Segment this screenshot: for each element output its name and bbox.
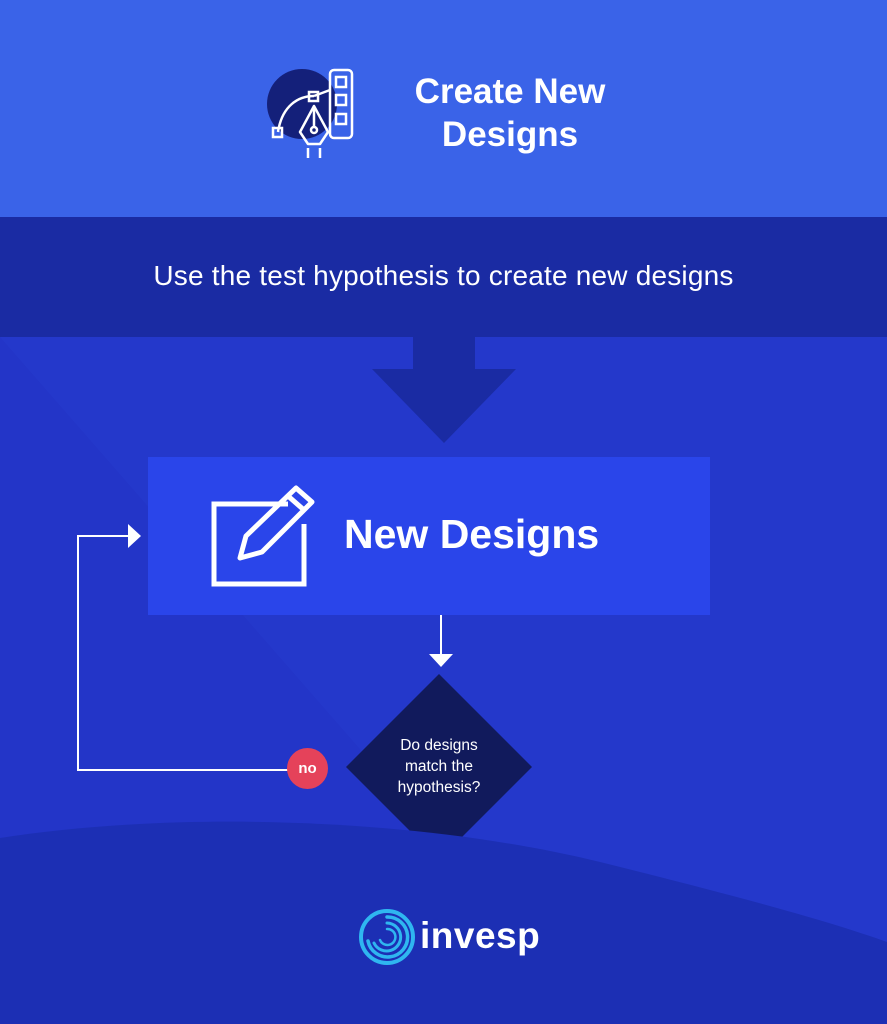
- process-step-box: [148, 457, 710, 615]
- brand-name: invesp: [420, 915, 541, 956]
- connector-arrowhead-down: [429, 654, 453, 667]
- connector-no-loop: [77, 535, 290, 771]
- decision-question: Do designs match the hypothesis?: [397, 737, 481, 796]
- decision-diamond: [346, 674, 532, 860]
- process-step-label: New Designs: [344, 511, 600, 557]
- connector-arrowhead-right: [128, 524, 141, 548]
- subtitle-text: Use the test hypothesis to create new de…: [153, 260, 734, 291]
- header-banner: [0, 0, 887, 217]
- design-pen-tool-icon: [267, 68, 354, 158]
- no-branch-badge: no: [287, 748, 328, 789]
- subtitle-band: [0, 217, 887, 337]
- invesp-swirl-logo: [359, 909, 415, 965]
- down-arrow-icon: [372, 337, 516, 443]
- edit-pencil-icon: [211, 485, 315, 587]
- page-title: Create New Designs: [414, 72, 606, 154]
